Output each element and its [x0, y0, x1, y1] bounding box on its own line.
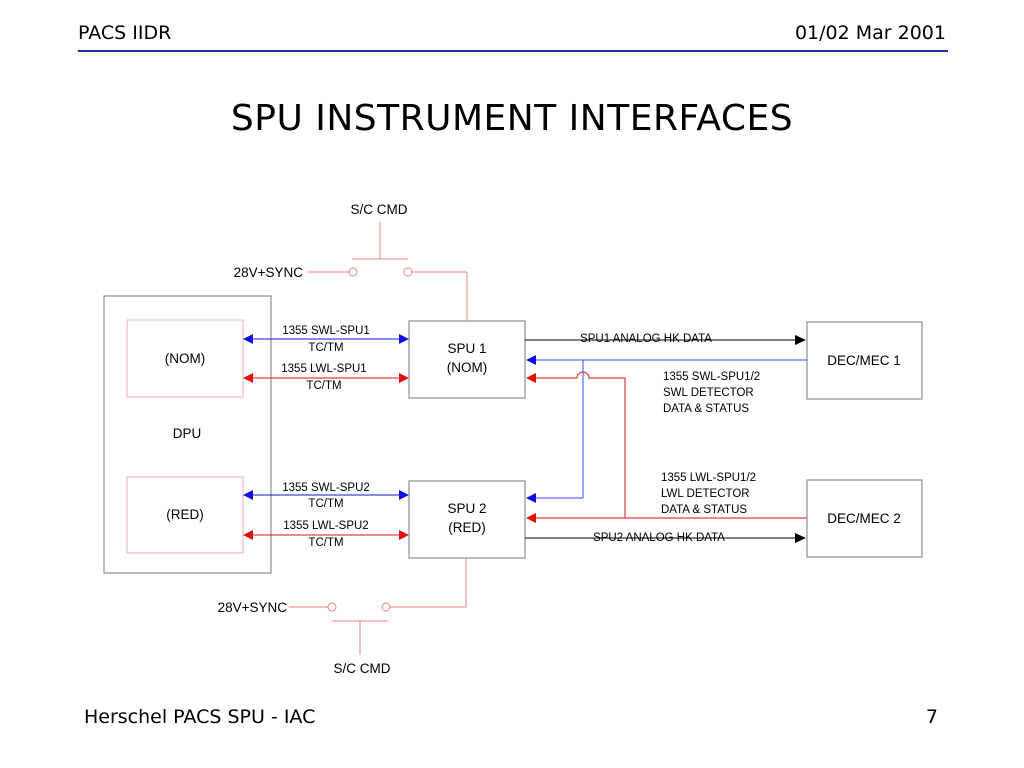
- dpu-nom-label: (NOM): [165, 351, 206, 366]
- lwl-detector-label-3: DATA & STATUS: [661, 504, 747, 516]
- lwl-spu2-label-2: TC/TM: [308, 537, 343, 549]
- bottom-switch-contact-left: [327, 602, 337, 612]
- decmec2-label: DEC/MEC 2: [827, 511, 901, 526]
- slide-title: SPU INSTRUMENT INTERFACES: [230, 98, 794, 139]
- lwl-spu1-label-1: 1355 LWL-SPU1: [281, 363, 366, 375]
- swl-detector-path: [526, 355, 807, 503]
- top-switch-contact-left: [348, 267, 358, 277]
- spu2-label-line2: (RED): [448, 520, 486, 535]
- lwl-detector-label-1: 1355 LWL-SPU1/2: [661, 472, 756, 484]
- spu2-hk-label: SPU2 ANALOG HK DATA: [593, 532, 725, 544]
- lwl-detector-label-2: LWL DETECTOR: [661, 488, 750, 500]
- sc-cmd-bottom-label: S/C CMD: [334, 661, 391, 676]
- sc-cmd-top-label: S/C CMD: [351, 202, 408, 217]
- lwl-spu2-label-1: 1355 LWL-SPU2: [283, 520, 368, 532]
- swl-detector-label-3: DATA & STATUS: [663, 403, 749, 415]
- spu2-label-line1: SPU 2: [447, 501, 486, 516]
- header-rule: [78, 50, 948, 52]
- dpu-box: [103, 295, 272, 574]
- spu1-label-line2: (NOM): [447, 360, 488, 375]
- dpu-label: DPU: [173, 426, 202, 441]
- sync-top-label: 28V+SYNC: [234, 265, 304, 280]
- top-power-wiring: [307, 222, 468, 321]
- decmec1-label: DEC/MEC 1: [827, 353, 901, 368]
- sync-bottom-label: 28V+SYNC: [218, 600, 288, 615]
- swl-spu2-label-1: 1355 SWL-SPU2: [282, 482, 370, 494]
- swl-spu1-label-2: TC/TM: [308, 342, 343, 354]
- bottom-power-wiring: [289, 558, 467, 655]
- spu2-box: [408, 480, 526, 559]
- dpu-red-box: [126, 476, 244, 554]
- top-switch-contact-right: [403, 267, 413, 277]
- swl-spu2-label-2: TC/TM: [308, 498, 343, 510]
- spu1-hk-label: SPU1 ANALOG HK DATA: [580, 333, 712, 345]
- swl-spu1-label-1: 1355 SWL-SPU1: [282, 325, 370, 337]
- lwl-spu1-label-2: TC/TM: [306, 380, 341, 392]
- swl-detector-label-2: SWL DETECTOR: [663, 387, 754, 399]
- header-title: PACS IIDR: [78, 22, 172, 44]
- footer-title: Herschel PACS SPU - IAC: [84, 706, 316, 728]
- dpu-nom-box: [126, 319, 244, 398]
- bottom-switch-contact-right: [381, 602, 391, 612]
- dpu-red-label: (RED): [166, 507, 204, 522]
- page-number: 7: [925, 706, 938, 728]
- spu1-label-line1: SPU 1: [447, 341, 486, 356]
- swl-detector-label-1: 1355 SWL-SPU1/2: [663, 371, 760, 383]
- lwl-detector-path: [526, 371, 807, 523]
- header-date: 01/02 Mar 2001: [794, 22, 946, 44]
